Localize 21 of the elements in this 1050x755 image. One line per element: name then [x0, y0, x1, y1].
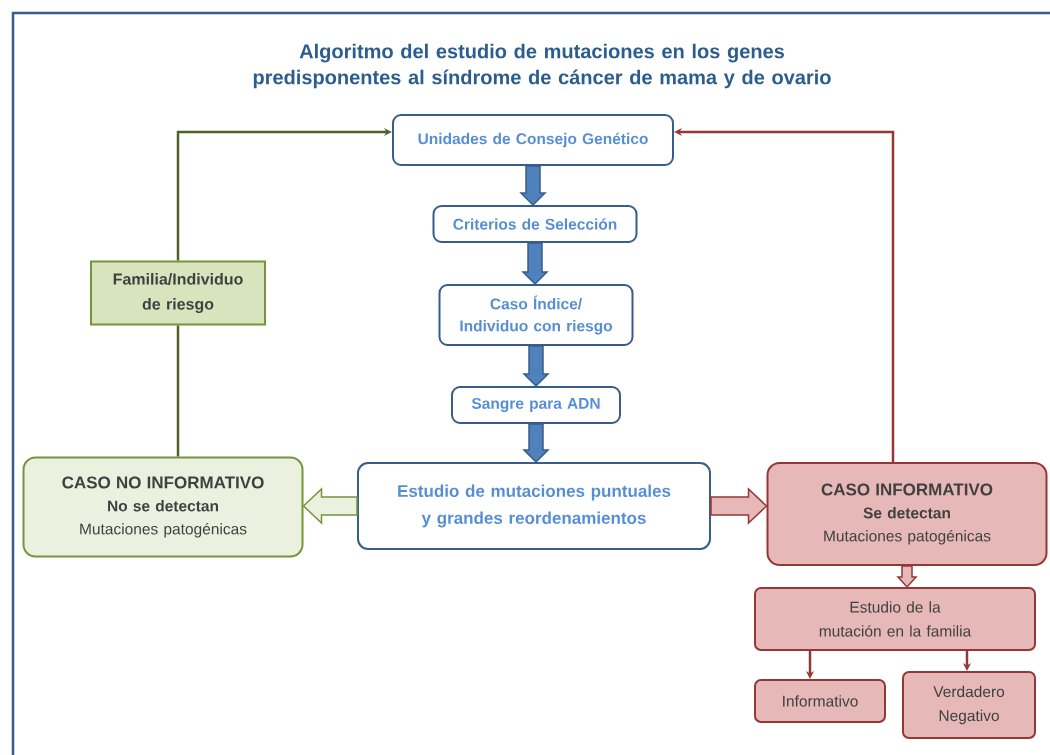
- block-arrow: [522, 345, 550, 388]
- block-arrow: [522, 423, 550, 464]
- process-box: Caso Índice/ Individuo con riesgo: [438, 284, 634, 346]
- process-box: Familia/Individuo de riesgo: [90, 260, 266, 326]
- process-box: Sangre para ADN: [451, 386, 621, 424]
- block-arrow: [519, 165, 547, 207]
- block-arrow: [521, 242, 549, 286]
- result-box: CASO NO INFORMATIVO No se detectan Mutaciones patogénicas: [22, 456, 304, 558]
- arrow: [176, 127, 392, 261]
- result-box: CASO INFORMATIVO Se detectan Mutaciones patogénicas: [766, 462, 1048, 566]
- connector-line: [176, 325, 180, 457]
- block-arrow: [302, 487, 358, 525]
- title: Algoritmo del estudio de mutaciones en los genes predisponentes al síndrome de cáncer de mama y de ovario: [253, 43, 831, 89]
- process-box: Estudio de mutaciones puntuales y grandes reordenamientos: [357, 462, 711, 550]
- process-box: Verdadero Negativo: [902, 671, 1036, 739]
- process-box: Informativo: [754, 679, 886, 723]
- process-box: Criterios de Selección: [432, 205, 638, 243]
- block-arrow: [710, 487, 768, 525]
- block-arrow: [896, 565, 918, 589]
- process-box: Estudio de la mutación en la familia: [754, 587, 1036, 651]
- process-box: Unidades de Consejo Genético: [392, 114, 674, 166]
